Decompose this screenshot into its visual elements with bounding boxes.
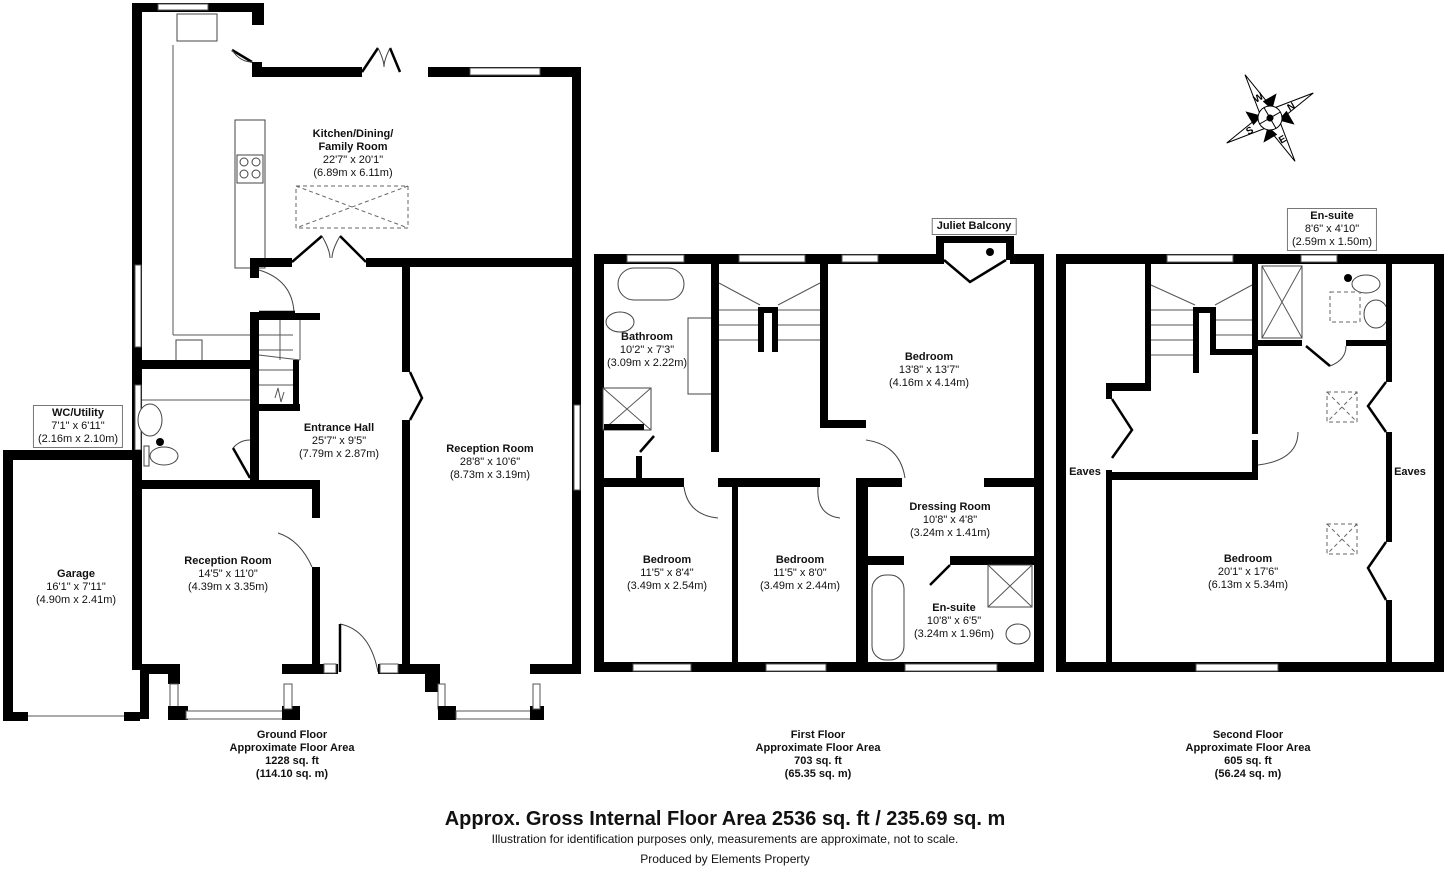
room-dims-metric: (3.24m x 1.96m) <box>913 628 995 640</box>
room-name: En-suite <box>1310 210 1354 222</box>
room-name: Bedroom <box>1223 553 1273 565</box>
room-dims-imperial: 25'7" x 9'5" <box>311 435 367 447</box>
floor-name: Second Floor <box>1212 729 1284 741</box>
room-label-bedroom-2: Bedroom 11'5" x 8'4" (3.49m x 2.54m) <box>627 554 707 593</box>
room-label-garage: Garage 16'1" x 7'11" (4.90m x 2.41m) <box>36 568 116 607</box>
floor-name: First Floor <box>790 729 846 741</box>
room-dims-metric: (7.79m x 2.87m) <box>298 448 380 460</box>
room-dims-imperial: 13'8" x 13'7" <box>898 364 960 376</box>
second-floor-caption: Second Floor Approximate Floor Area 605 … <box>1186 729 1311 781</box>
room-dims-metric: (6.13m x 5.34m) <box>1207 579 1289 591</box>
room-label-bedroom-second: Bedroom 20'1" x 17'6" (6.13m x 5.34m) <box>1208 553 1288 592</box>
room-label-juliet-balcony: Juliet Balcony <box>931 218 1017 235</box>
room-label-eaves-left: Eaves <box>1069 466 1101 478</box>
room-name: Family Room <box>318 141 388 153</box>
producer-credit: Produced by Elements Property <box>640 852 810 866</box>
room-label-eaves-right: Eaves <box>1394 466 1426 478</box>
room-name: Kitchen/Dining/ <box>312 128 394 140</box>
room-dims-imperial: 28'8" x 10'6" <box>459 456 521 468</box>
room-dims-imperial: 10'2" x 7'3" <box>619 344 675 356</box>
first-floor-plan <box>594 236 1044 672</box>
room-label-wc-utility: WC/Utility 7'1" x 6'11" (2.16m x 2.10m) <box>32 405 124 448</box>
room-label-ensuite-second: En-suite 8'6" x 4'10" (2.59m x 1.50m) <box>1286 208 1378 251</box>
room-name: Reception Room <box>446 443 534 455</box>
room-label-bathroom: Bathroom 10'2" x 7'3" (3.09m x 2.22m) <box>607 331 687 370</box>
floor-area-sqm: (114.10 sq. m) <box>255 768 329 780</box>
room-label-dressing-room: Dressing Room 10'8" x 4'8" (3.24m x 1.41… <box>909 501 990 540</box>
room-name: En-suite <box>932 602 976 614</box>
room-dims-metric: (3.49m x 2.54m) <box>626 580 708 592</box>
floor-area-sqm: (56.24 sq. m) <box>1214 768 1282 780</box>
room-dims-metric: (8.73m x 3.19m) <box>449 469 531 481</box>
room-dims-metric: (4.16m x 4.14m) <box>888 377 970 389</box>
room-dims-imperial: 10'8" x 6'5" <box>926 615 982 627</box>
room-name: Garage <box>57 568 95 580</box>
second-floor-plan <box>1056 254 1444 672</box>
floor-area-sqft: 703 sq. ft <box>794 755 842 767</box>
room-label-kitchen: Kitchen/Dining/ Family Room 22'7" x 20'1… <box>313 128 394 180</box>
room-dims-metric: (4.90m x 2.41m) <box>35 594 117 606</box>
room-label-entrance-hall: Entrance Hall 25'7" x 9'5" (7.79m x 2.87… <box>299 422 379 461</box>
floor-area-label: Approximate Floor Area <box>229 742 355 754</box>
room-name: Bathroom <box>621 331 673 343</box>
room-dims-imperial: 14'5" x 11'0" <box>198 568 258 580</box>
floor-area-sqft: 605 sq. ft <box>1224 755 1272 767</box>
floor-area-sqft: 1228 sq. ft <box>265 755 319 767</box>
floor-name: Ground Floor <box>256 729 328 741</box>
room-dims-metric: (4.39m x 3.35m) <box>187 581 269 593</box>
room-dims-metric: (3.09m x 2.22m) <box>606 357 688 369</box>
room-dims-metric: (6.89m x 6.11m) <box>313 167 393 179</box>
room-dims-imperial: 11'5" x 8'4" <box>640 567 694 579</box>
compass-rose-icon: W N S E <box>1226 74 1314 162</box>
room-name: Reception Room <box>184 555 272 567</box>
room-name: WC/Utility <box>52 407 104 419</box>
room-dims-metric: (2.59m x 1.50m) <box>1291 236 1373 248</box>
room-name: Dressing Room <box>909 501 991 513</box>
floor-area-label: Approximate Floor Area <box>1185 742 1311 754</box>
room-dims-imperial: 7'1" x 6'11" <box>51 420 105 432</box>
room-dims-imperial: 22'7" x 20'1" <box>322 154 384 166</box>
svg-text:S: S <box>1244 125 1256 138</box>
room-label-bedroom-3: Bedroom 11'5" x 8'0" (3.49m x 2.44m) <box>760 554 840 593</box>
room-label-ensuite-first: En-suite 10'8" x 6'5" (3.24m x 1.96m) <box>914 602 994 641</box>
floor-area-sqm: (65.35 sq. m) <box>784 768 852 780</box>
gross-internal-area: Approx. Gross Internal Floor Area 2536 s… <box>444 808 1006 830</box>
room-name: Bedroom <box>775 554 825 566</box>
room-dims-metric: (2.16m x 2.10m) <box>37 433 119 445</box>
room-label-reception-front: Reception Room 14'5" x 11'0" (4.39m x 3.… <box>184 555 271 594</box>
first-floor-caption: First Floor Approximate Floor Area 703 s… <box>756 729 881 781</box>
room-dims-imperial: 10'8" x 4'8" <box>922 514 978 526</box>
room-name: Juliet Balcony <box>936 220 1012 232</box>
room-name: Bedroom <box>904 351 954 363</box>
room-dims-imperial: 11'5" x 8'0" <box>773 567 827 579</box>
room-dims-imperial: 16'1" x 7'11" <box>46 581 106 593</box>
room-label-bedroom-main: Bedroom 13'8" x 13'7" (4.16m x 4.14m) <box>889 351 969 390</box>
room-dims-metric: (3.24m x 1.41m) <box>909 527 991 539</box>
room-label-reception-large: Reception Room 28'8" x 10'6" (8.73m x 3.… <box>446 443 533 482</box>
svg-text:E: E <box>1277 133 1289 146</box>
room-dims-imperial: 8'6" x 4'10" <box>1304 223 1360 235</box>
disclaimer: Illustration for identification purposes… <box>491 832 959 846</box>
ground-floor-caption: Ground Floor Approximate Floor Area 1228… <box>230 729 355 781</box>
svg-text:N: N <box>1286 101 1298 114</box>
ground-floor-plan <box>3 3 581 721</box>
room-dims-metric: (3.49m x 2.44m) <box>759 580 841 592</box>
floor-area-label: Approximate Floor Area <box>755 742 881 754</box>
room-dims-imperial: 20'1" x 17'6" <box>1217 566 1279 578</box>
room-name: Entrance Hall <box>303 422 375 434</box>
room-name: Bedroom <box>642 554 692 566</box>
